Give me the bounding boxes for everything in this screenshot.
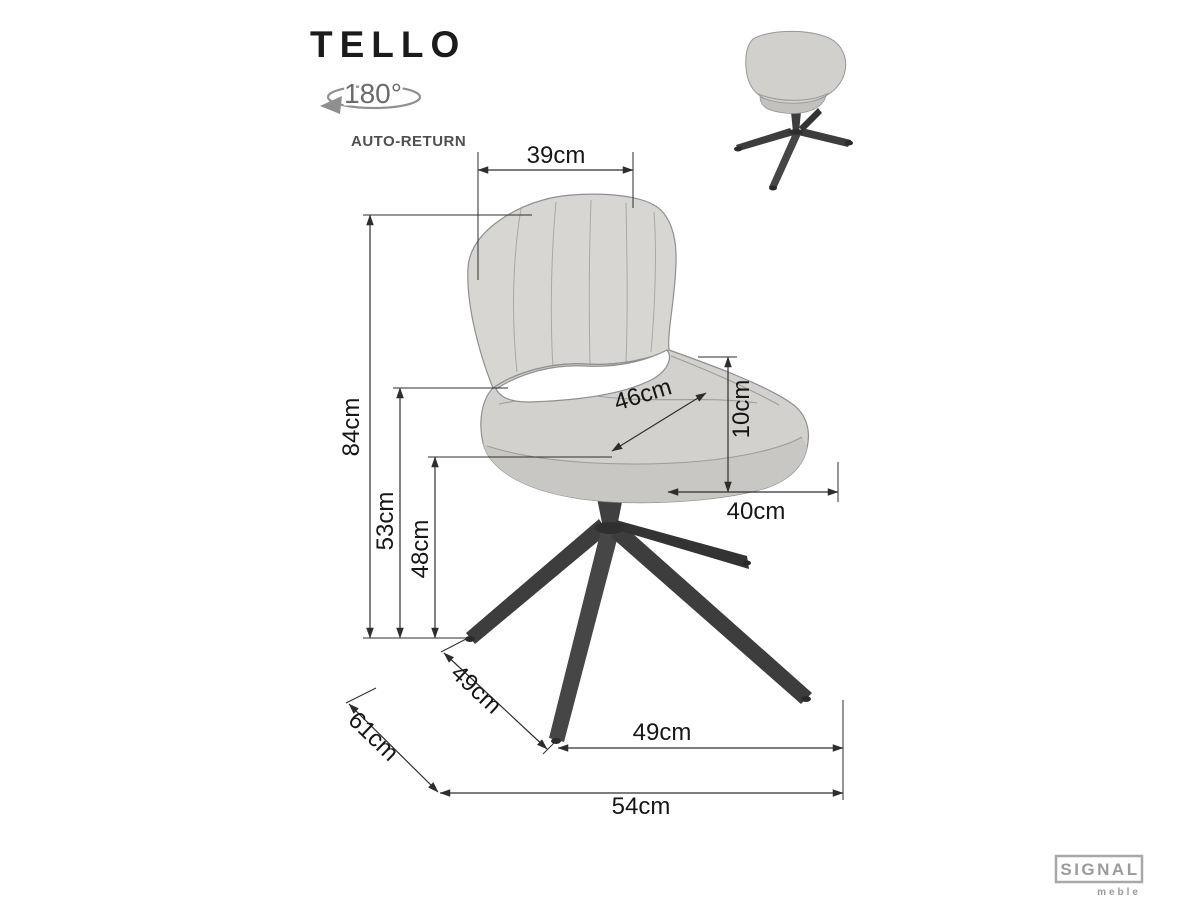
- stitch-line: [625, 202, 628, 363]
- base-foot: [801, 696, 811, 702]
- dimension-line-seat-depth: [611, 392, 707, 452]
- stitch-line: [513, 208, 522, 373]
- base-leg: [466, 519, 608, 644]
- base-hub: [595, 522, 625, 534]
- stitch-line: [650, 211, 656, 353]
- base-leg: [549, 530, 619, 742]
- dim-seat-height: 48cm: [407, 520, 434, 579]
- base-foot: [743, 560, 751, 566]
- rotation-angle-label: 180°: [344, 78, 402, 109]
- thumb-column: [791, 112, 801, 132]
- dimension-lines: [348, 166, 844, 797]
- thumb-hub: [789, 129, 803, 135]
- product-title: TELLO: [310, 24, 466, 65]
- dim-seat-width: 40cm: [727, 498, 786, 525]
- thumb-seat-flap: [759, 95, 827, 114]
- thumb-backrest-shell: [745, 30, 847, 105]
- rotation-arrowhead-icon: [320, 96, 342, 114]
- dim-overall-depth: 61cm: [343, 707, 404, 767]
- base-leg: [611, 525, 812, 704]
- thumb-leg: [769, 133, 801, 189]
- stitch-line: [588, 199, 592, 366]
- chair-drawing: [465, 193, 812, 744]
- chair-thumbnail: [734, 30, 853, 191]
- dim-overall-width: 54cm: [612, 793, 671, 820]
- brand-logo: SIGNAL meble: [1054, 854, 1144, 898]
- dimension-line-overall-depth: [348, 703, 439, 793]
- thumb-foot: [734, 146, 742, 152]
- stitch-line: [550, 201, 557, 369]
- auto-return-label: AUTO-RETURN: [351, 133, 466, 150]
- extension-line: [440, 637, 469, 653]
- brand-name: SIGNAL: [1060, 860, 1139, 879]
- dim-backrest-width: 39cm: [527, 142, 586, 169]
- thumb-leg: [799, 108, 822, 132]
- extension-line: [345, 687, 377, 704]
- armrest-opening: [495, 349, 671, 403]
- dimension-line-base-side-depth: [443, 652, 548, 750]
- thumb-foot: [845, 140, 853, 146]
- backrest-stitching: [513, 199, 656, 373]
- rotation-badge: 180° AUTO-RETURN: [320, 76, 466, 150]
- rotation-ellipse-arrow-icon: [326, 84, 422, 110]
- swivel-base: [465, 497, 812, 744]
- brand-logo-frame: [1054, 854, 1144, 884]
- dim-overall-height: 84cm: [338, 398, 365, 457]
- dim-base-front-width: 49cm: [633, 719, 692, 746]
- dim-armrest-height: 10cm: [728, 380, 755, 439]
- dim-base-side-depth: 49cm: [445, 660, 506, 720]
- dim-backrest-top-height: 53cm: [372, 492, 399, 551]
- thumb-fold-seam: [757, 92, 830, 101]
- thumb-foot: [769, 185, 777, 191]
- base-leg: [616, 520, 749, 569]
- thumb-leg: [736, 128, 794, 151]
- thumb-leg: [798, 128, 851, 147]
- brand-subtitle: meble: [1097, 887, 1141, 898]
- extension-line: [542, 739, 558, 755]
